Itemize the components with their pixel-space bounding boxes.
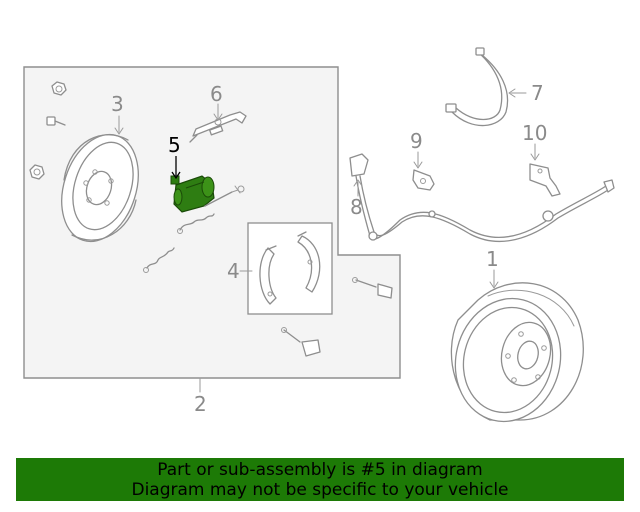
hold-down-clip-bottom — [281, 327, 321, 357]
callout-10: 10 — [522, 121, 547, 145]
return-spring-top — [204, 185, 245, 207]
leader-lines — [114, 88, 540, 393]
callout-3: 3 — [111, 92, 124, 116]
stud-bolt — [46, 116, 66, 126]
drum-3 — [61, 133, 139, 243]
hold-down-clip-right — [352, 277, 393, 299]
bracket-10 — [529, 163, 561, 197]
callout-8: 8 — [350, 195, 363, 219]
return-spring-mid — [177, 213, 215, 234]
abs-wire-harness-8 — [349, 153, 615, 242]
notice-line-1: Part or sub-assembly is #5 in diagram — [157, 460, 483, 480]
callout-9: 9 — [410, 129, 423, 153]
adjuster-6 — [189, 111, 247, 143]
callout-7: 7 — [531, 81, 544, 105]
brake-shoe-right — [297, 231, 321, 293]
hub-nut-bottom — [29, 164, 45, 180]
callout-4: 4 — [227, 259, 240, 283]
callout-5: 5 — [168, 133, 181, 157]
hub-nut-top — [51, 81, 67, 96]
callout-2: 2 — [194, 392, 207, 416]
drum-1 — [450, 282, 584, 423]
notice-line-2: Diagram may not be specific to your vehi… — [131, 480, 509, 500]
callout-1: 1 — [486, 247, 499, 271]
wheel-cylinder-5 — [170, 175, 215, 213]
notice-banner: Part or sub-assembly is #5 in diagram Di… — [16, 458, 624, 501]
callout-6: 6 — [210, 82, 223, 106]
brake-hose-7 — [445, 47, 509, 127]
bracket-9 — [412, 169, 435, 191]
return-spring-low — [143, 247, 175, 273]
brake-shoe-left — [259, 245, 277, 305]
